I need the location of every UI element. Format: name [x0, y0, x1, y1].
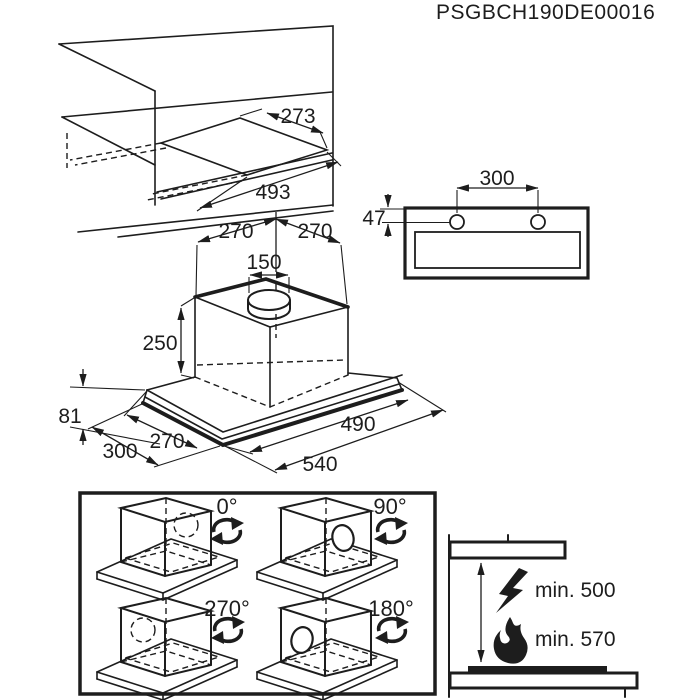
electric-clearance-label: min. 500	[535, 579, 616, 602]
rotation-option-90: 90°	[256, 494, 410, 601]
dim-collar-diameter: 150	[246, 251, 281, 274]
counter-side-view	[448, 671, 639, 690]
rotation-angle-label: 90°	[373, 494, 406, 519]
lightning-icon	[496, 568, 528, 613]
dim-body-height: 81	[58, 405, 81, 428]
mounting-hole	[449, 214, 465, 230]
dim-cutout-width: 493	[255, 181, 290, 204]
duct-outlet-hole	[331, 524, 355, 552]
duct-outlet-hole	[130, 617, 156, 643]
mounting-hole	[530, 214, 546, 230]
dim-duct-offset-right: 270	[297, 220, 332, 243]
hood-side-view	[448, 540, 567, 560]
flame-icon	[493, 617, 528, 664]
dim-total-width: 540	[302, 453, 337, 476]
clearance-view: min. 500 min. 570	[448, 534, 639, 698]
rotation-option-180: 180°	[256, 596, 414, 700]
cabinet-cutout-view: 273 493	[58, 25, 342, 238]
dim-body-inner-depth: 270	[149, 430, 184, 453]
mounting-top-view: 300 47	[362, 167, 590, 280]
duct-outlet-hole	[173, 512, 199, 538]
duct-outlet-hole	[290, 626, 314, 654]
product-code: PSGBCH190DE00016	[436, 1, 656, 24]
rotation-angle-label: 0°	[216, 494, 237, 519]
dim-cutout-depth: 273	[280, 105, 315, 128]
rotation-option-270: 270°	[96, 596, 250, 700]
rotation-option-0: 0°	[96, 494, 246, 601]
hood-dimensions-view: 270 270 150 250	[58, 212, 447, 476]
dim-duct-offset-left: 270	[218, 220, 253, 243]
exhaust-collar	[247, 289, 291, 320]
dim-duct-height: 250	[142, 332, 177, 355]
duct-rotation-panel: 0° 90° 270° 180°	[78, 491, 437, 700]
hob-surface	[468, 666, 607, 672]
dim-body-width: 490	[340, 413, 375, 436]
gas-clearance-label: min. 570	[535, 628, 616, 651]
dim-body-depth: 300	[102, 440, 137, 463]
dim-hole-edge-offset: 47	[362, 207, 385, 230]
dim-hole-spacing: 300	[479, 167, 514, 190]
